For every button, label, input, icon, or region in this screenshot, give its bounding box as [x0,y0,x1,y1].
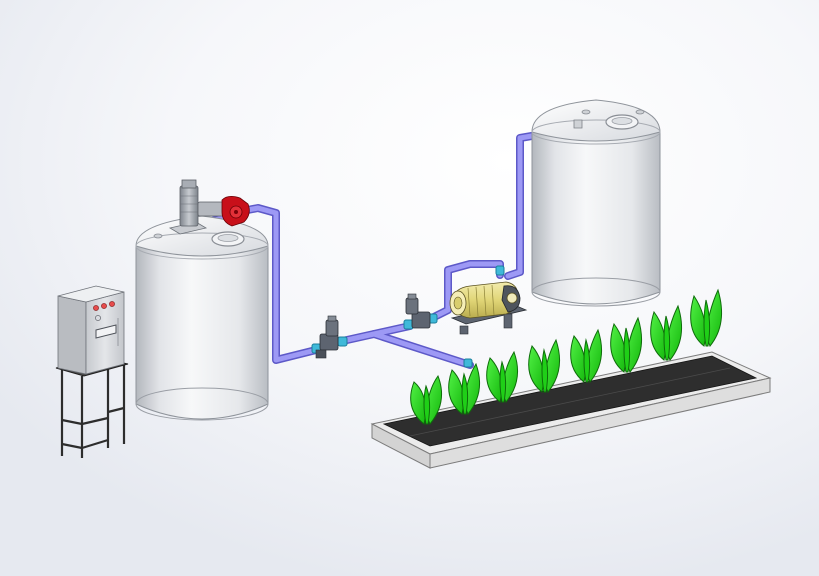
motor-icon [179,185,199,227]
transfer-pump [449,281,528,335]
plant [650,304,683,361]
planting-bed [370,351,772,469]
soil [382,355,758,447]
gearbox [221,196,250,227]
plant [610,316,643,373]
mixing-tank [135,215,269,421]
plants [410,288,723,425]
cabinet-display [95,324,117,339]
solenoid-valve-2 [405,293,431,329]
plant [528,338,561,393]
plant [570,328,603,383]
plant [410,374,443,425]
plant [690,288,723,347]
cabinet-stand [60,364,126,458]
solenoid-valve-1 [315,315,339,359]
control-cabinet [55,285,129,458]
storage-tank [531,99,661,307]
agitator-motor [168,179,250,235]
plant [486,350,519,403]
indicator-lights [93,301,115,321]
plant [448,362,481,415]
